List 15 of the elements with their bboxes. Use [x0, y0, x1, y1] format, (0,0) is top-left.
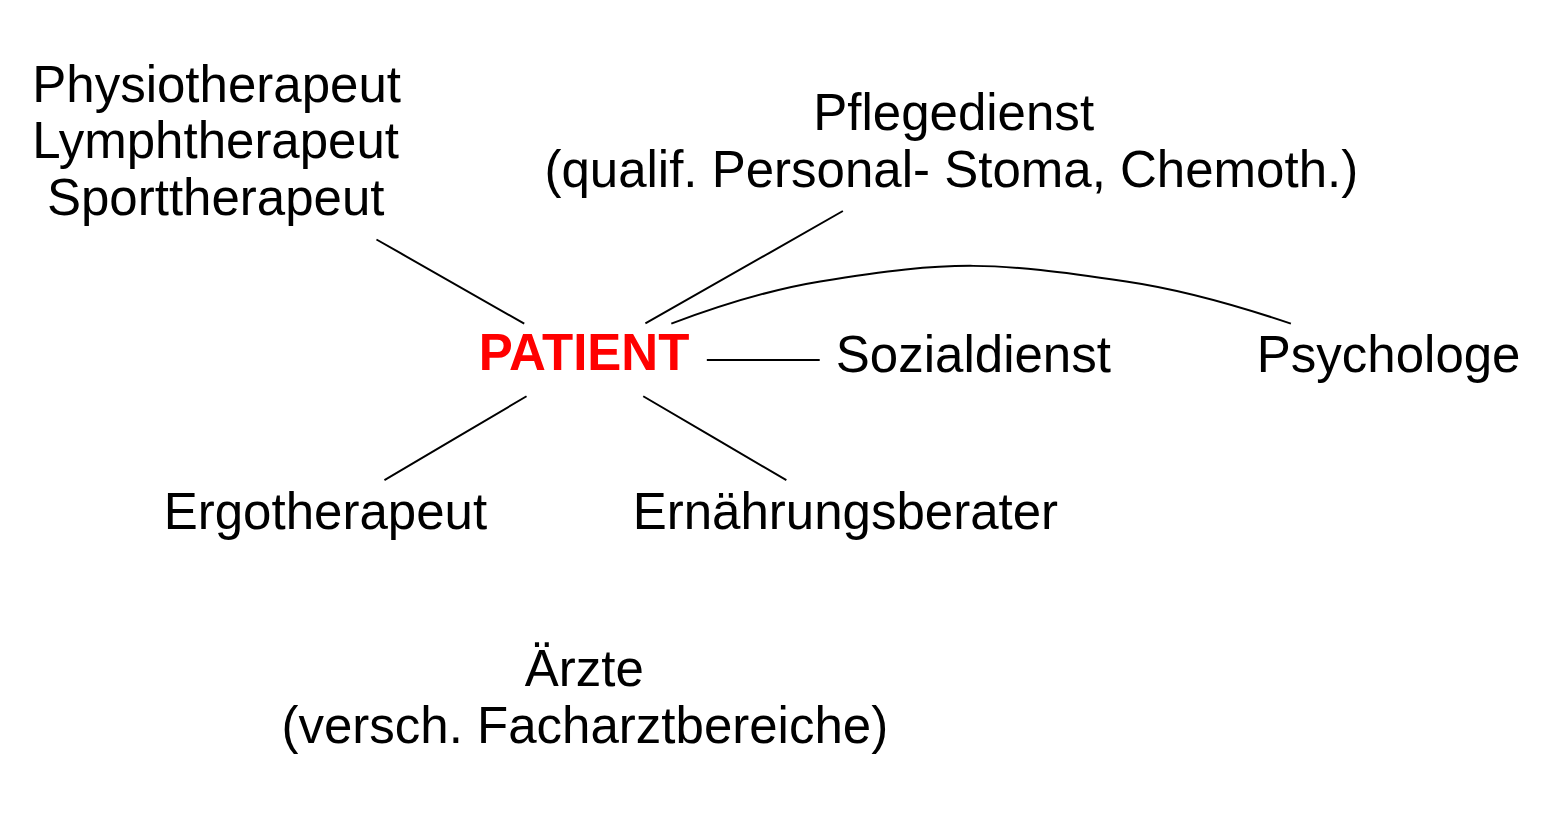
connector	[642, 394, 788, 481]
node-text: Sozialdienst	[835, 325, 1111, 383]
connector	[644, 209, 844, 324]
node-text: Physiotherapeut Lymphtherapeut Sporttherapeut	[32, 55, 401, 226]
connector	[375, 238, 526, 325]
label: Ärzte	[524, 639, 644, 697]
node-text: Ergotherapeut	[163, 482, 488, 540]
connector	[705, 358, 821, 361]
node-text: Ernährungsberater	[632, 482, 1059, 540]
connector	[383, 394, 528, 481]
connector	[670, 264, 1292, 325]
node-text: Psychologe	[1256, 325, 1521, 383]
label: (versch. Facharztbereiche)	[281, 696, 889, 754]
node-text: Pflegedienst (qualif. Personal- Stoma, Chemoth.)	[544, 83, 1359, 198]
node-text: PATIENT	[478, 323, 690, 381]
